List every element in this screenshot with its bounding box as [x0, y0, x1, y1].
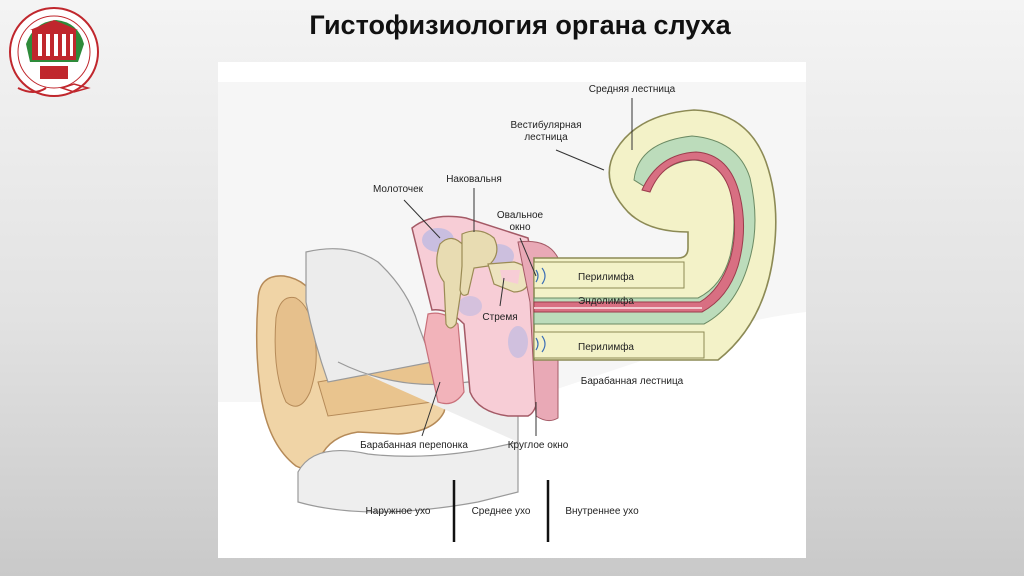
tympanic-membrane-shape [423, 312, 465, 405]
university-logo: 1932 [4, 4, 104, 104]
incus-shape [459, 230, 498, 296]
caduceus-icon [17, 87, 47, 93]
label-vestibular-scala-line1: Вестибулярная [511, 119, 582, 131]
label-incus: Наковальня [446, 174, 502, 185]
section-inner-ear: Внутреннее ухо [565, 506, 639, 517]
label-perilymph-top: Перилимфа [578, 271, 634, 283]
label-stapes: Стремя [482, 312, 517, 323]
label-oval-window-line1: Овальное [497, 210, 544, 221]
label-round-window: Круглое окно [508, 440, 569, 451]
section-outer-ear: Наружное ухо [366, 506, 431, 517]
slide-title: Гистофизиология органа слуха [309, 10, 731, 40]
temporal-bone-shape [305, 248, 433, 383]
seal-year-banner [40, 66, 68, 79]
label-oval-window-line2: окно [509, 222, 530, 233]
book-icon [59, 83, 91, 93]
label-vestibular-scala-line2: лестница [524, 132, 568, 143]
label-middle-scala: Средняя лестница [589, 84, 676, 95]
label-malleus: Молоточек [373, 184, 424, 195]
section-middle-ear: Среднее ухо [472, 506, 531, 517]
seal-year: 1932 [44, 68, 64, 78]
label-tympanic-membrane: Барабанная перепонка [360, 439, 468, 451]
label-endolymph: Эндолимфа [578, 295, 634, 307]
label-tympanic-scala: Барабанная лестница [581, 375, 684, 387]
malleus-shape [436, 237, 468, 329]
label-perilymph-bottom: Перилимфа [578, 341, 634, 353]
ear-diagram: Средняя лестница Вестибулярная лестница … [218, 62, 806, 558]
seal-inner-ring [17, 15, 91, 89]
